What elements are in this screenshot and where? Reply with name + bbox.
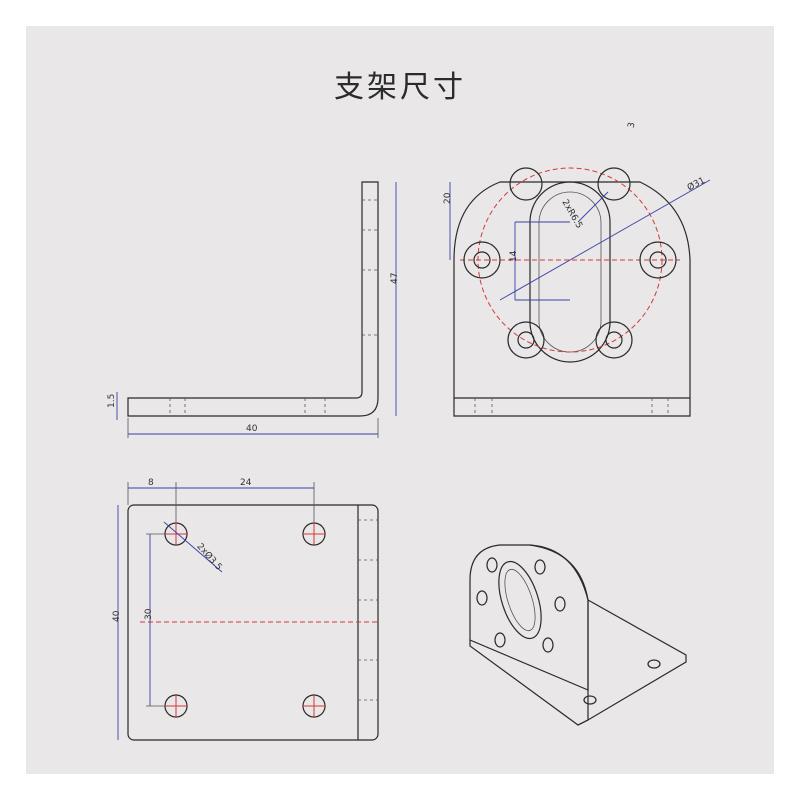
iso-hole xyxy=(534,559,546,575)
hole-label: 2xØ3.5 xyxy=(194,541,224,572)
mount-hole xyxy=(507,321,545,359)
front-view: 20 14 2xR6.5 Ø31 xyxy=(443,167,711,417)
front-outline xyxy=(453,181,691,417)
plate-hole xyxy=(302,522,326,546)
iso-base-hole xyxy=(647,659,661,669)
top-view: 8 24 40 30 2xØ3.5 xyxy=(112,478,379,741)
mount-hole xyxy=(509,167,543,201)
side-view: 1.5 47 40 xyxy=(107,181,400,438)
side-profile-outer xyxy=(127,181,379,417)
iso-upright-side xyxy=(469,544,589,726)
hole-dim-line xyxy=(163,521,223,573)
circle-dim-line xyxy=(499,179,711,301)
mount-hole xyxy=(595,321,633,359)
spacing-label: 24 xyxy=(240,478,252,488)
mount-hole xyxy=(639,241,677,279)
iso-base xyxy=(587,598,687,722)
iso-slot-inner xyxy=(504,568,536,632)
plate-hole xyxy=(164,694,188,718)
height-label: 47 xyxy=(390,273,400,284)
iso-hole xyxy=(542,637,554,653)
corner-note: 3 xyxy=(627,121,638,128)
isometric-view xyxy=(469,544,687,726)
slot-label: 2xR6.5 xyxy=(559,198,583,230)
top-plate xyxy=(127,504,379,741)
slot-dim-line xyxy=(577,191,609,223)
pitch-label: 14 xyxy=(509,250,519,262)
drawing-frame xyxy=(26,26,774,774)
mount-hole xyxy=(463,241,501,279)
width-label: 40 xyxy=(112,610,122,622)
iso-hole xyxy=(554,596,566,612)
iso-slot xyxy=(498,560,542,640)
length-label: 40 xyxy=(246,424,258,434)
top-label: 20 xyxy=(443,192,453,204)
iso-hole xyxy=(486,557,498,573)
plate-hole xyxy=(302,694,326,718)
iso-hole xyxy=(494,632,506,648)
circle-label: Ø31 xyxy=(685,175,707,193)
thickness-label: 1.5 xyxy=(107,394,117,408)
mount-hole xyxy=(597,167,631,201)
page-title: 支架尺寸 xyxy=(334,70,466,105)
iso-hole xyxy=(476,590,488,606)
edge-label: 8 xyxy=(148,478,154,488)
center-slot xyxy=(529,181,611,363)
hole-pitch-label: 30 xyxy=(144,608,154,620)
iso-edge xyxy=(577,719,589,726)
iso-base-hole xyxy=(583,695,597,705)
